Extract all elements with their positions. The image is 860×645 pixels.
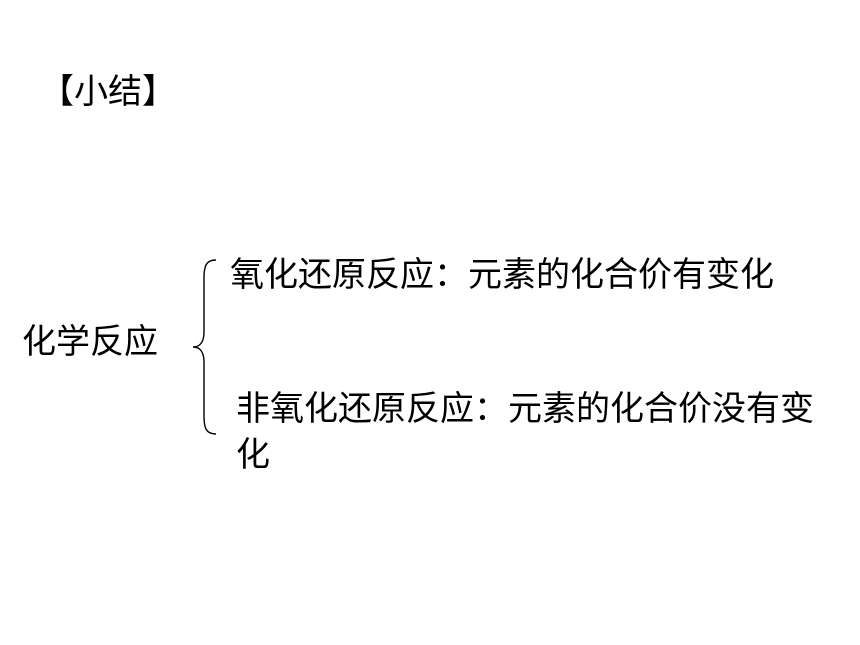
curly-brace-icon — [192, 259, 217, 435]
root-label-chemical-reaction: 化学反应 — [22, 322, 158, 362]
branch-non-redox-reaction: 非氧化还原反应：元素的化合价没有变化 — [236, 389, 814, 475]
branch-redox-reaction: 氧化还原反应：元素的化合价有变化 — [230, 255, 774, 295]
summary-heading: 【小结】 — [40, 72, 176, 112]
